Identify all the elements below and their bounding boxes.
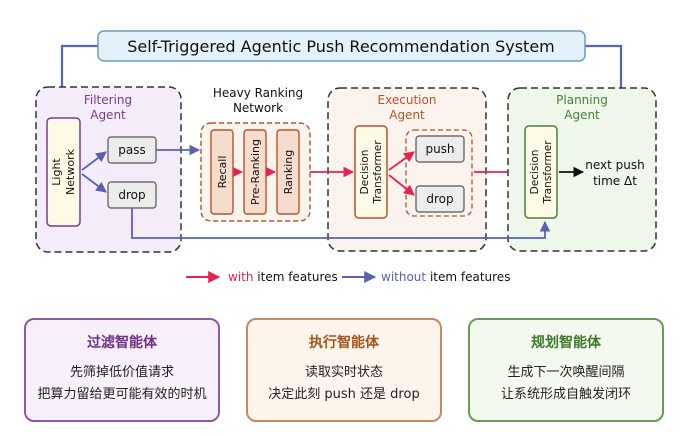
next-push-time-label: time Δt — [593, 174, 637, 188]
exec-decision-transformer-box — [354, 125, 388, 219]
pass-label: pass — [118, 143, 145, 157]
exec-dt-label-2: Transformer — [372, 140, 384, 205]
planning-card-line-2: 让系统形成自触发闭环 — [500, 387, 631, 402]
system-diagram: Self-Triggered Agentic Push Recommendati… — [35, 30, 657, 284]
next-push-label: next push — [585, 158, 644, 172]
exec-drop-label: drop — [426, 192, 453, 206]
filtering-agent-label-2: Agent — [90, 108, 126, 122]
execution-agent-card: 执行智能体 读取实时状态 决定此刻 push 还是 drop — [246, 318, 442, 422]
filtering-card-title: 过滤智能体 — [87, 335, 157, 351]
arrow-drop-bypass-to-planning — [131, 208, 551, 239]
filtering-agent-label: Filtering — [84, 93, 132, 107]
pre-ranking-label: Pre-Ranking — [249, 139, 262, 205]
light-network-label: Light — [50, 158, 63, 186]
exec-drop-box — [415, 185, 465, 213]
page-title: Self-Triggered Agentic Push Recommendati… — [127, 37, 555, 56]
arrow-dt-to-drop — [388, 174, 415, 196]
planning-agent-label-2: Agent — [564, 108, 600, 122]
arrow-light-to-pass — [81, 151, 107, 171]
ranking-label: Ranking — [282, 150, 295, 195]
planning-card-line-1: 生成下一次唤醒间隔 — [507, 365, 625, 380]
push-label: push — [425, 142, 454, 156]
recall-label: Recall — [216, 156, 229, 189]
heavy-ranking-label-2: Network — [233, 101, 283, 115]
execution-card-title: 执行智能体 — [309, 335, 379, 351]
ranking-box — [276, 129, 300, 215]
planning-card-title: 规划智能体 — [531, 335, 601, 351]
arrow-dt-to-push — [388, 151, 415, 171]
legend-with-label: with item features — [228, 270, 338, 284]
light-network-box — [46, 117, 81, 227]
execution-card-line-1: 读取实时状态 — [304, 365, 383, 380]
heavy-ranking-label: Heavy Ranking — [213, 86, 303, 100]
execution-card-line-2: 决定此刻 push 还是 drop — [268, 387, 420, 402]
filtering-card-line-2: 把算力留给更可能有效的时机 — [37, 387, 207, 402]
planning-agent-label: Planning — [556, 93, 608, 107]
light-network-label-2: Network — [64, 148, 77, 195]
planning-agent-card: 规划智能体 生成下一次唤醒间隔 让系统形成自触发闭环 — [468, 318, 664, 422]
execution-agent-label-2: Agent — [389, 108, 425, 122]
title-box — [97, 30, 586, 62]
plan-dt-label: Decision — [529, 150, 541, 195]
arrow-light-to-drop — [81, 173, 107, 193]
plan-dt-label-2: Transformer — [542, 140, 554, 205]
exec-dt-label: Decision — [359, 150, 371, 195]
legend-without-label: without item features — [381, 270, 510, 284]
filtering-agent-card: 过滤智能体 先筛掉低价值请求 把算力留给更可能有效的时机 — [24, 318, 220, 422]
plan-decision-transformer-box — [524, 125, 558, 219]
filter-drop-label: drop — [118, 188, 145, 202]
push-box — [415, 135, 465, 163]
filtering-card-line-1: 先筛掉低价值请求 — [69, 365, 174, 380]
execution-agent-label: Execution — [378, 93, 437, 107]
